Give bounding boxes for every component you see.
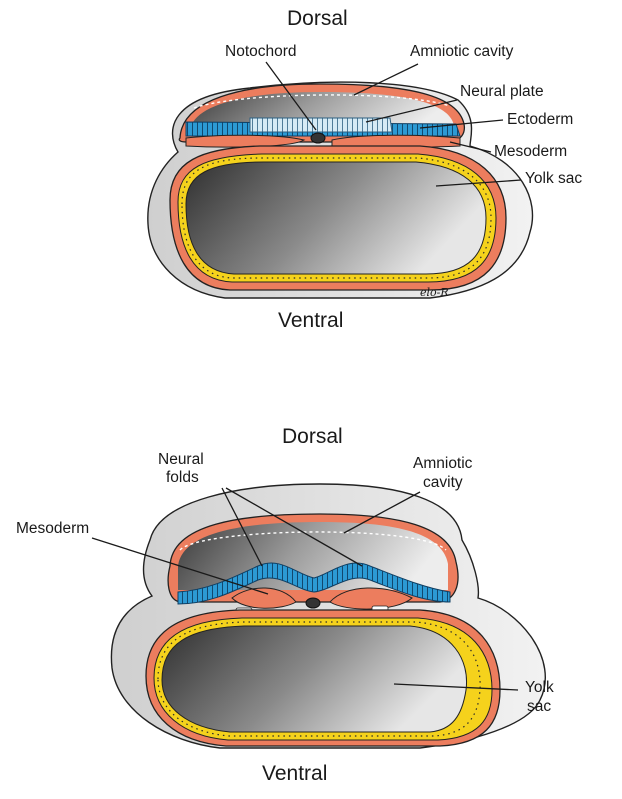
notochord-label: Notochord [225, 43, 297, 60]
neural-plate-label: Neural plate [460, 83, 544, 100]
bottom-mesoderm-label: Mesoderm [16, 520, 89, 537]
bottom-dorsal-label: Dorsal [282, 425, 343, 448]
neural-folds-label-line1: Neural [158, 451, 204, 468]
top-amniotic-cavity-label: Amniotic cavity [410, 43, 514, 60]
top-amnion-ectoderm-dots [193, 94, 451, 109]
ectoderm-label: Ectoderm [507, 111, 573, 128]
top-yolk-dots [181, 157, 492, 279]
bottom-notochord [305, 597, 321, 609]
top-ventral-label: Ventral [278, 309, 343, 332]
top-cross-section [147, 81, 534, 299]
artist-signature: elo-R [420, 286, 449, 299]
top-yolk-sac-label: Yolk sac [525, 170, 582, 187]
top-leader-lines [265, 61, 522, 187]
neural-folds-label-line2: folds [166, 469, 199, 486]
top-neural-plate [249, 117, 393, 133]
bottom-ectoderm-wave [177, 562, 451, 605]
bottom-yolk-sac-label-line1: Yolk [525, 679, 554, 696]
bottom-yolk-sac-label-line2: sac [527, 698, 551, 715]
top-yolk-sac-cavity [185, 161, 487, 275]
bottom-ventral-label: Ventral [262, 762, 327, 785]
bottom-cross-section [110, 483, 546, 749]
bottom-mesoderm-left [231, 587, 297, 609]
bottom-mesoderm-right [329, 587, 413, 610]
bottom-leader-lines [91, 487, 519, 691]
top-mesoderm-left [185, 134, 306, 148]
bottom-yolk-sac-cavity [161, 625, 468, 733]
top-notochord [310, 132, 326, 144]
bottom-amnion-dots [179, 531, 447, 551]
top-mesoderm-label: Mesoderm [494, 143, 567, 160]
bottom-amniotic-cavity-label-line1: Amniotic [413, 455, 473, 472]
top-dorsal-label: Dorsal [287, 7, 348, 30]
bottom-amniotic-cavity-label-line2: cavity [423, 474, 463, 491]
